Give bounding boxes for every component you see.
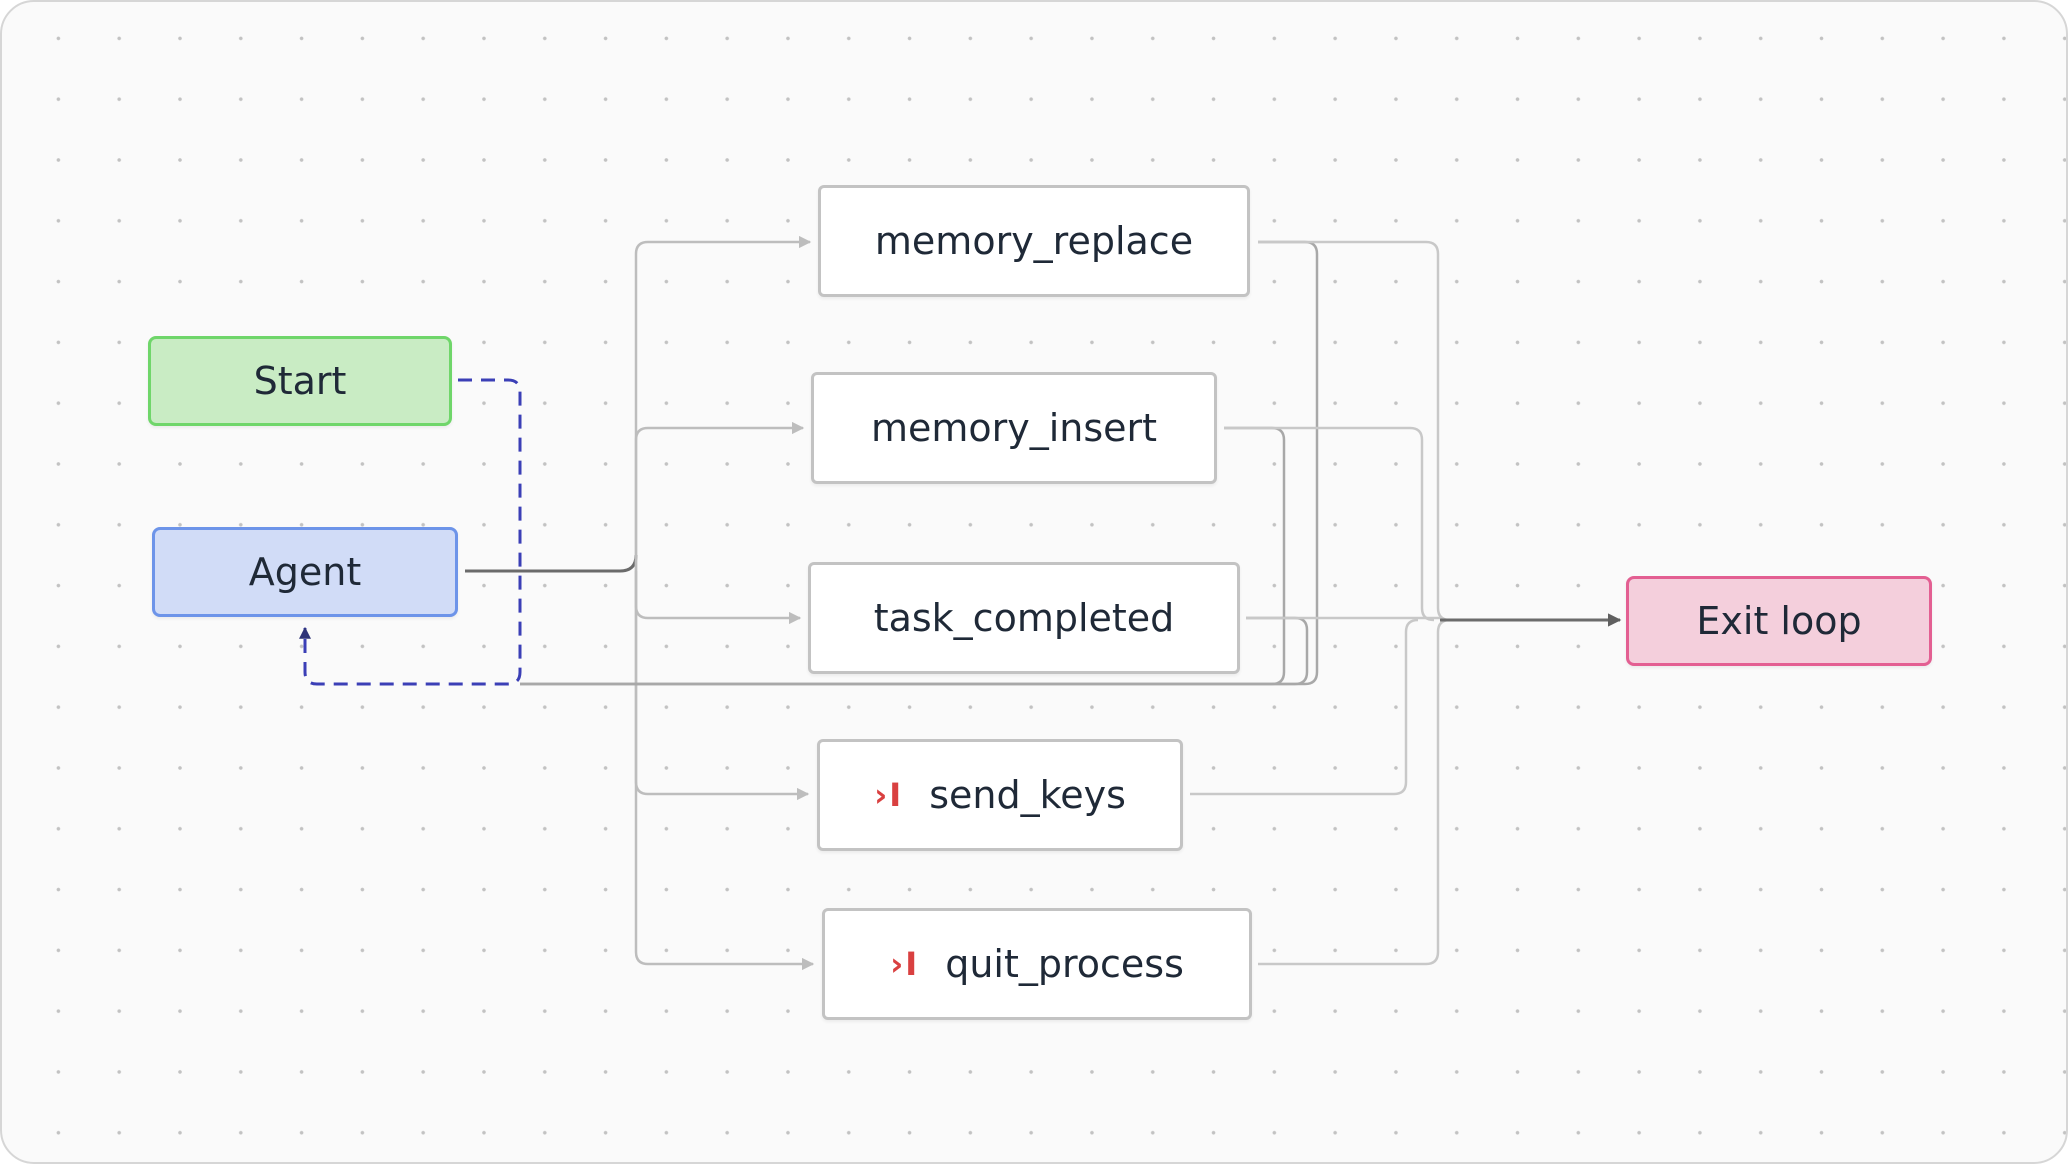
node-send-keys[interactable]: ›I send_keys: [817, 739, 1183, 851]
node-quit-process[interactable]: ›I quit_process: [822, 908, 1252, 1020]
terminal-prompt-icon: ›I: [890, 945, 920, 983]
edge-agent-memory-insert: [634, 421, 805, 571]
edge-start-agent: [299, 378, 522, 686]
edge-quit-process-exit: [1258, 618, 1451, 966]
node-start-label: Start: [253, 359, 347, 403]
node-memory-insert[interactable]: memory_insert: [811, 372, 1217, 484]
node-exit-loop-label: Exit loop: [1696, 599, 1862, 643]
edge-send-keys-exit: [1190, 618, 1419, 796]
node-quit-process-label: quit_process: [945, 942, 1184, 986]
node-memory-insert-label: memory_insert: [870, 406, 1158, 450]
terminal-prompt-icon: ›I: [874, 776, 904, 814]
node-agent[interactable]: Agent: [152, 527, 458, 617]
edge-agent-stem: [465, 554, 638, 573]
node-task-completed[interactable]: task_completed: [808, 562, 1240, 674]
node-exit-loop[interactable]: Exit loop: [1626, 576, 1932, 666]
edge-agent-send-keys: [634, 571, 810, 801]
edge-agent-task-completed: [634, 571, 802, 625]
node-memory-replace[interactable]: memory_replace: [818, 185, 1250, 297]
node-send-keys-label: send_keys: [929, 773, 1126, 817]
edge-agent-memory-replace: [634, 235, 812, 571]
node-task-completed-label: task_completed: [873, 596, 1175, 640]
node-agent-label: Agent: [248, 550, 362, 594]
node-start[interactable]: Start: [148, 336, 452, 426]
edge-memory-insert-exit: [1224, 426, 1435, 622]
edge-agent-quit-process: [634, 571, 815, 971]
node-memory-replace-label: memory_replace: [874, 219, 1194, 263]
